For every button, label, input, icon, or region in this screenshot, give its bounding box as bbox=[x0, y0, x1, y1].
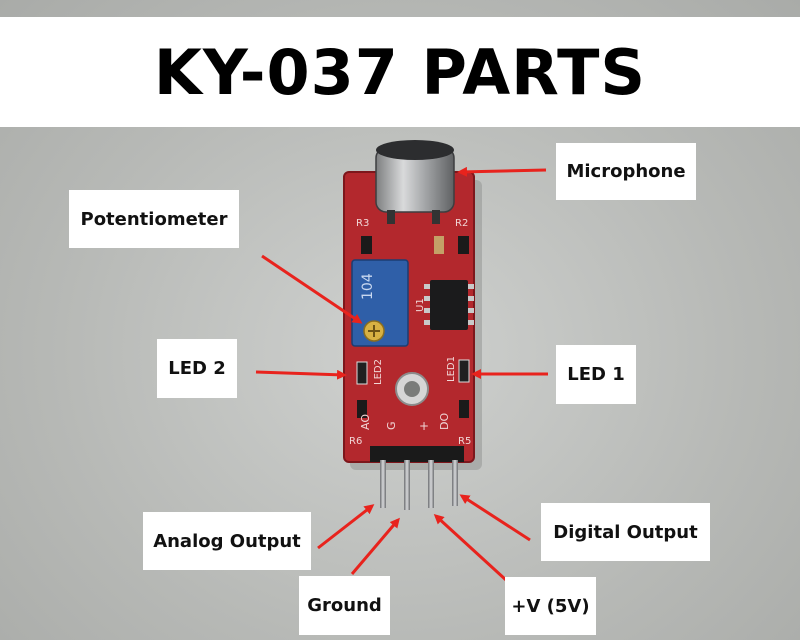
title-banner: KY-037 PARTS bbox=[0, 17, 800, 127]
capacitor bbox=[434, 236, 444, 254]
page-title: KY-037 PARTS bbox=[153, 35, 647, 109]
arrow-vplus bbox=[433, 513, 508, 582]
pin-ao bbox=[380, 460, 386, 508]
led1-component bbox=[458, 359, 470, 383]
label-microphone: Microphone bbox=[556, 143, 696, 200]
pin-header bbox=[370, 446, 464, 462]
comparator-chip bbox=[424, 280, 474, 330]
marking-g: G bbox=[385, 421, 398, 430]
label-analog-output: Analog Output bbox=[143, 512, 311, 570]
label-potentiometer: Potentiometer bbox=[69, 190, 239, 248]
marking-r5: R5 bbox=[458, 436, 471, 447]
led2-component bbox=[356, 361, 368, 385]
marking-r2: R2 bbox=[455, 218, 468, 229]
arrow-analog-output bbox=[317, 504, 375, 550]
arrow-led2 bbox=[255, 369, 347, 380]
marking-r3: R3 bbox=[356, 218, 369, 229]
potentiometer-component: 104 bbox=[351, 259, 409, 347]
arrow-digital-output bbox=[459, 494, 531, 542]
marking-led1: LED1 bbox=[446, 356, 457, 382]
arrow-ground bbox=[350, 517, 400, 575]
pot-code-marking: 104 bbox=[360, 273, 376, 300]
label-digital-output: Digital Output bbox=[541, 503, 710, 561]
marking-r6: R6 bbox=[349, 436, 362, 447]
marking-u1: U1 bbox=[415, 298, 426, 312]
pin-do bbox=[452, 460, 458, 506]
pin-g bbox=[404, 460, 410, 510]
label-led1: LED 1 bbox=[556, 345, 636, 404]
resistor-r6 bbox=[357, 400, 367, 418]
arrow-microphone bbox=[457, 166, 547, 177]
arrow-potentiometer bbox=[261, 254, 363, 324]
microphone-capsule bbox=[375, 140, 455, 224]
label-led2: LED 2 bbox=[157, 339, 237, 398]
mounting-hole-center bbox=[404, 381, 420, 397]
marking-led2: LED2 bbox=[373, 359, 384, 385]
label-ground: Ground bbox=[299, 576, 390, 635]
resistor-r3 bbox=[361, 236, 372, 254]
marking-do: DO bbox=[438, 413, 451, 430]
resistor-r2 bbox=[458, 236, 469, 254]
label-vplus: +V (5V) bbox=[505, 577, 596, 635]
pin-vplus bbox=[428, 460, 434, 508]
marking-ao: AO bbox=[359, 414, 372, 430]
marking-plus: + bbox=[419, 419, 429, 433]
resistor-r5 bbox=[459, 400, 469, 418]
